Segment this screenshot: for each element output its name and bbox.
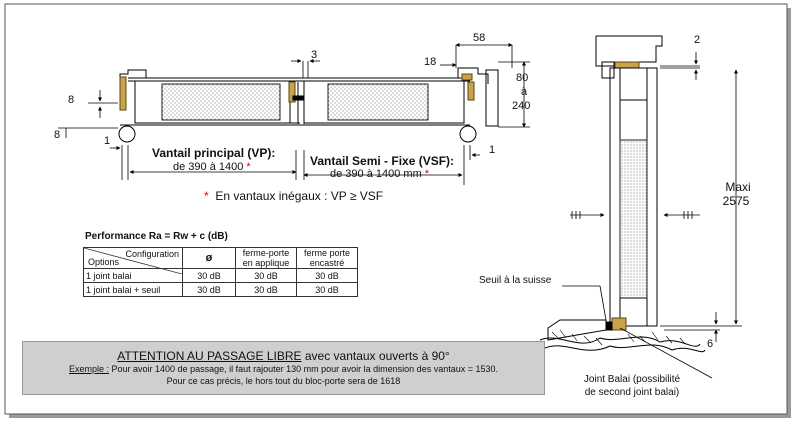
- seuil-label: Seuil à la suisse: [479, 275, 552, 286]
- performance-title: Performance Ra = Rw + c (dB): [85, 231, 228, 242]
- dim-1-right-label: 1: [489, 144, 496, 156]
- maxi-label: Maxi: [725, 180, 751, 194]
- dim-a-label: à: [521, 86, 528, 98]
- joint-balai-line1: Joint Balai (possibilité: [583, 374, 681, 385]
- header-symbol: ø: [182, 247, 236, 269]
- cell-value: 30 dB: [182, 282, 236, 297]
- vp-range: de 390 à 1400 *: [173, 161, 251, 173]
- plan-dimensions: [58, 43, 530, 185]
- note-heading: ATTENTION AU PASSAGE LIBRE avec vantaux …: [117, 349, 450, 363]
- plan-view: [118, 67, 499, 143]
- attention-note: ATTENTION AU PASSAGE LIBRE avec vantaux …: [22, 341, 545, 395]
- dim-3-label: 3: [311, 49, 318, 61]
- vsf-label: Vantail Semi - Fixe (VSF):: [310, 154, 455, 168]
- dim-80-label: 80: [516, 72, 529, 84]
- vsf-range: de 390 à 1400 mm *: [330, 168, 430, 180]
- dim-2-label: 2: [694, 34, 701, 46]
- cell-value: 30 dB: [182, 268, 236, 283]
- table-row: 1 joint balai + seuil 30 dB 30 dB 30 dB: [83, 282, 358, 297]
- cell-value: 30 dB: [235, 268, 297, 283]
- dim-58-label: 58: [473, 32, 486, 44]
- dim-18-label: 18: [424, 56, 437, 68]
- section-view: [539, 35, 706, 353]
- joint-balai-line2: de second joint balai): [584, 387, 680, 398]
- cell-value: 30 dB: [296, 268, 358, 283]
- dim-240-label: 240: [512, 100, 531, 112]
- note-example: Exemple : Pour avoir 1400 de passage, il…: [68, 364, 498, 374]
- note-total: Pour ce cas précis, le hors tout du bloc…: [166, 376, 401, 386]
- config-options-header: Configuration Options: [83, 247, 183, 274]
- uneven-leaves-note: * En vantaux inégaux : VP ≥ VSF: [204, 189, 384, 203]
- dim-8-top-label: 8: [68, 94, 75, 106]
- dim-6-label: 6: [707, 338, 714, 350]
- air-symbols: [571, 211, 693, 219]
- dim-8-side-label: 8: [54, 129, 61, 141]
- cell-value: 30 dB: [235, 282, 297, 297]
- vp-label: Vantail principal (VP):: [152, 146, 276, 160]
- maxi-value: 2575: [722, 194, 750, 208]
- floor-hatch: [551, 329, 686, 346]
- row-option-label: 1 joint balai + seuil: [83, 282, 183, 297]
- cell-value: 30 dB: [296, 282, 358, 297]
- dim-1-left-label: 1: [104, 135, 111, 147]
